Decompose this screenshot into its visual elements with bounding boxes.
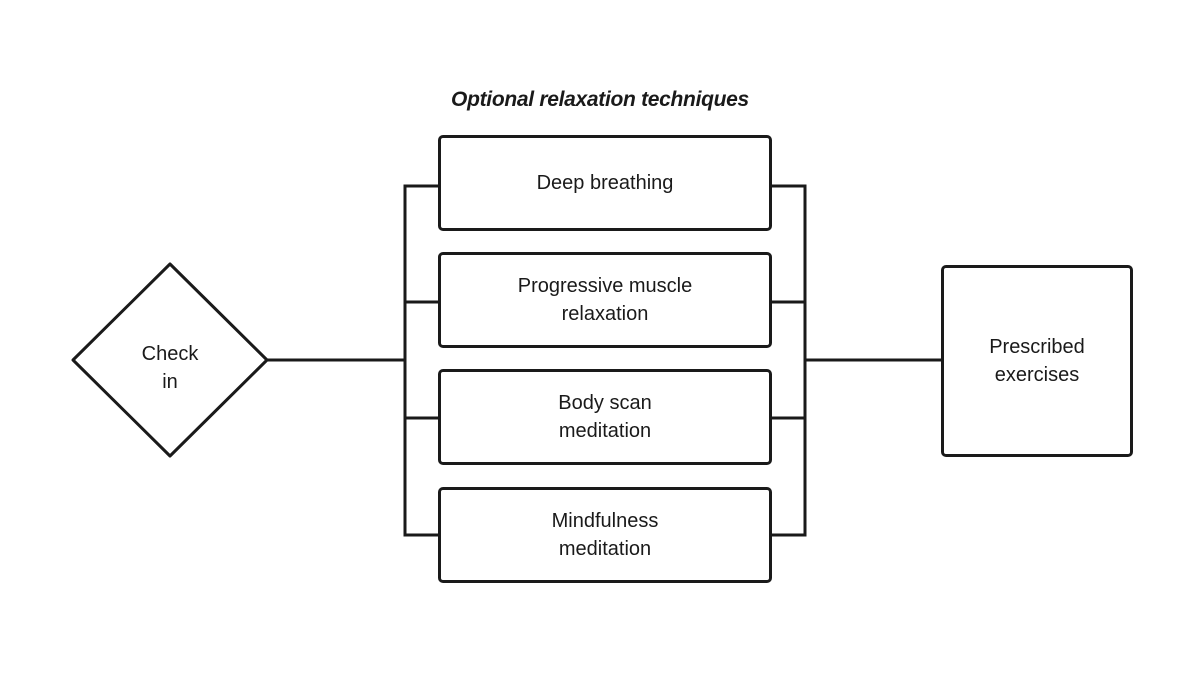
check-in-label: Check in [141, 343, 199, 393]
technique-box-deep-breathing: Deep breathing [438, 135, 772, 231]
technique-label: Body scan meditation [558, 392, 652, 442]
check-in-diamond [71, 262, 269, 458]
prescribed-exercises-box: Prescribed exercises [941, 265, 1133, 457]
technique-box-mindfulness-meditation: Mindfulness meditation [438, 487, 772, 583]
check-in-node: Check in [110, 340, 230, 396]
technique-box-body-scan-meditation: Body scan meditation [438, 369, 772, 465]
technique-label: Progressive muscle relaxation [517, 275, 693, 325]
outcome-label: Prescribed exercises [989, 336, 1085, 386]
technique-label: Deep breathing [536, 172, 674, 194]
group-title: Optional relaxation techniques [451, 88, 749, 111]
technique-label: Mindfulness meditation [551, 510, 659, 560]
technique-box-progressive-muscle-relaxation: Progressive muscle relaxation [438, 252, 772, 348]
